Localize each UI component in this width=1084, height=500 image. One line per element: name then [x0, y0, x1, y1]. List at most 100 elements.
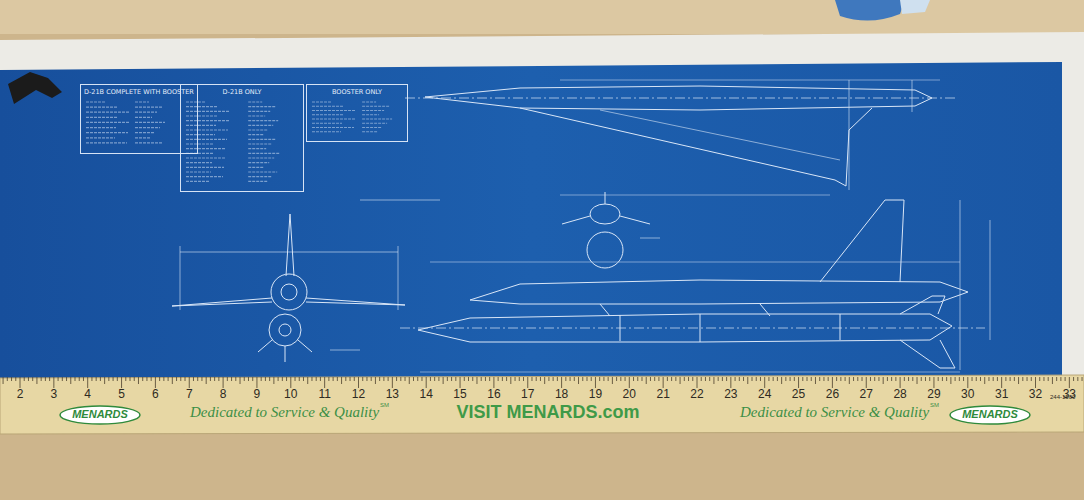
- illegible-text: [186, 148, 226, 149]
- service-mark: SM: [930, 402, 939, 408]
- ruler-tick: [1056, 377, 1057, 381]
- ruler-tick: [201, 377, 202, 381]
- ruler-tick: [176, 377, 177, 381]
- ruler-tick: [134, 377, 135, 381]
- ruler-tick: [967, 377, 968, 388]
- ruler-tick: [574, 377, 575, 381]
- ruler-tick: [955, 377, 956, 381]
- ruler-tick: [519, 377, 520, 381]
- illegible-text: [248, 125, 273, 126]
- ruler-tick: [1077, 377, 1078, 381]
- illegible-text: [248, 111, 270, 112]
- ruler-tick: [768, 377, 769, 381]
- ruler-tick: [417, 377, 418, 381]
- ruler-tick: [206, 377, 207, 384]
- ruler-tick: [713, 377, 714, 384]
- illegible-text: [248, 139, 276, 140]
- illegible-text: [135, 137, 150, 138]
- ruler-tick: [345, 377, 346, 381]
- ruler-number: 22: [690, 387, 703, 401]
- ruler-tick: [248, 377, 249, 381]
- illegible-text: [186, 181, 210, 182]
- ruler-tick: [536, 377, 537, 381]
- ruler-tick: [1065, 377, 1066, 381]
- ruler-tick: [798, 377, 799, 388]
- ruler-tick: [185, 377, 186, 381]
- ruler-tick: [151, 377, 152, 381]
- ruler-tick: [790, 377, 791, 381]
- ruler-tick: [117, 377, 118, 381]
- ruler-tick: [984, 377, 985, 384]
- ruler-tick: [172, 377, 173, 384]
- ruler-tick: [1035, 377, 1036, 388]
- ruler-tick: [959, 377, 960, 381]
- ruler-tick: [358, 377, 359, 388]
- ruler-tick: [599, 377, 600, 381]
- ruler-tick: [362, 377, 363, 381]
- ruler-tick: [96, 377, 97, 381]
- ruler-tick: [722, 377, 723, 381]
- illegible-text: [86, 112, 130, 113]
- illegible-text: [248, 129, 268, 130]
- ruler-number: 10: [284, 387, 297, 401]
- illegible-text: [186, 120, 229, 121]
- ruler-tick: [950, 377, 951, 384]
- ruler-tick: [697, 377, 698, 388]
- ruler-tick: [595, 377, 596, 388]
- ruler-tick: [756, 377, 757, 381]
- ruler-tick: [836, 377, 837, 381]
- ruler-tick: [476, 377, 477, 384]
- ruler-tick: [883, 377, 884, 384]
- ruler-number: 2: [17, 387, 24, 401]
- wooden-ruler: [0, 375, 1084, 434]
- ruler-tick: [807, 377, 808, 381]
- ruler-tick: [371, 377, 372, 381]
- ruler-number: 20: [623, 387, 636, 401]
- illegible-text: [312, 131, 341, 132]
- ruler-tick: [413, 377, 414, 381]
- ruler-tick: [261, 377, 262, 381]
- ruler-tick: [718, 377, 719, 381]
- ruler-tick: [1043, 377, 1044, 381]
- ruler-number: 29: [927, 387, 940, 401]
- ruler-tick: [392, 377, 393, 388]
- ruler-number: 7: [186, 387, 193, 401]
- ruler-tick: [684, 377, 685, 381]
- ruler-number: 18: [555, 387, 568, 401]
- ruler-tick: [591, 377, 592, 381]
- white-board: [0, 32, 1084, 386]
- binder-clip: [8, 72, 62, 104]
- ruler-tick: [1073, 377, 1074, 381]
- ruler-tick: [510, 377, 511, 384]
- ruler-tick: [1048, 377, 1049, 381]
- spec-table-box: BOOSTER ONLY: [306, 84, 408, 142]
- ruler-tick: [1001, 377, 1002, 388]
- ruler-number: 26: [826, 387, 839, 401]
- ruler-tick: [104, 377, 105, 384]
- ruler-tick: [921, 377, 922, 381]
- ruler-tick: [570, 377, 571, 381]
- ruler-tick: [811, 377, 812, 381]
- ruler-tick: [400, 377, 401, 381]
- illegible-text: [135, 142, 163, 143]
- table-heading: D-21B ONLY: [181, 85, 303, 96]
- ruler-tick: [481, 377, 482, 381]
- illegible-text: [186, 101, 206, 102]
- ruler-tick: [227, 377, 228, 381]
- product-code: 244-1500: [1050, 394, 1075, 400]
- ruler-tick: [735, 377, 736, 381]
- ruler-tick: [214, 377, 215, 381]
- illegible-text: [186, 111, 230, 112]
- ruler-tick: [663, 377, 664, 388]
- ruler-tick: [426, 377, 427, 388]
- ruler-tick: [493, 377, 494, 388]
- ruler-tick: [862, 377, 863, 381]
- ruler-tick: [603, 377, 604, 381]
- paper-tube: [900, 0, 930, 14]
- ruler-tick: [963, 377, 964, 381]
- ruler-tick: [265, 377, 266, 381]
- ruler-tick: [980, 377, 981, 381]
- ruler-tick: [155, 377, 156, 388]
- ruler-tick: [24, 377, 25, 381]
